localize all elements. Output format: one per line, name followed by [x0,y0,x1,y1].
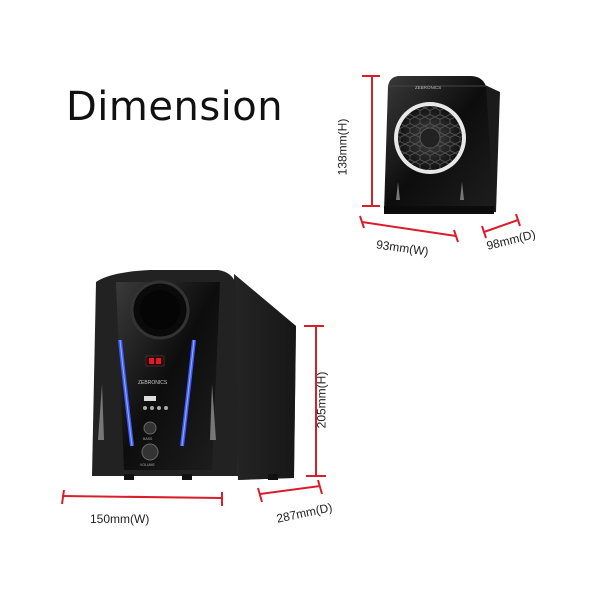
satellite-dimension-lines [359,75,521,243]
subwoofer-dimension-lines [61,325,326,506]
subwoofer-speaker [92,270,296,480]
satellite-brand-text: ZEBRONICS [415,85,441,90]
page-title: Dimension [66,84,284,130]
volume-knob-label: VOLUME [140,463,155,467]
bass-knob-label: BASS [143,437,153,441]
satellite-speaker [384,76,500,214]
subwoofer-width-label: 150mm(W) [90,512,150,526]
subwoofer-height-label: 205mm(H) [314,371,329,429]
satellite-height-label: 138mm(H) [335,118,350,176]
subwoofer-brand-text: ZEBRONICS [138,380,168,386]
